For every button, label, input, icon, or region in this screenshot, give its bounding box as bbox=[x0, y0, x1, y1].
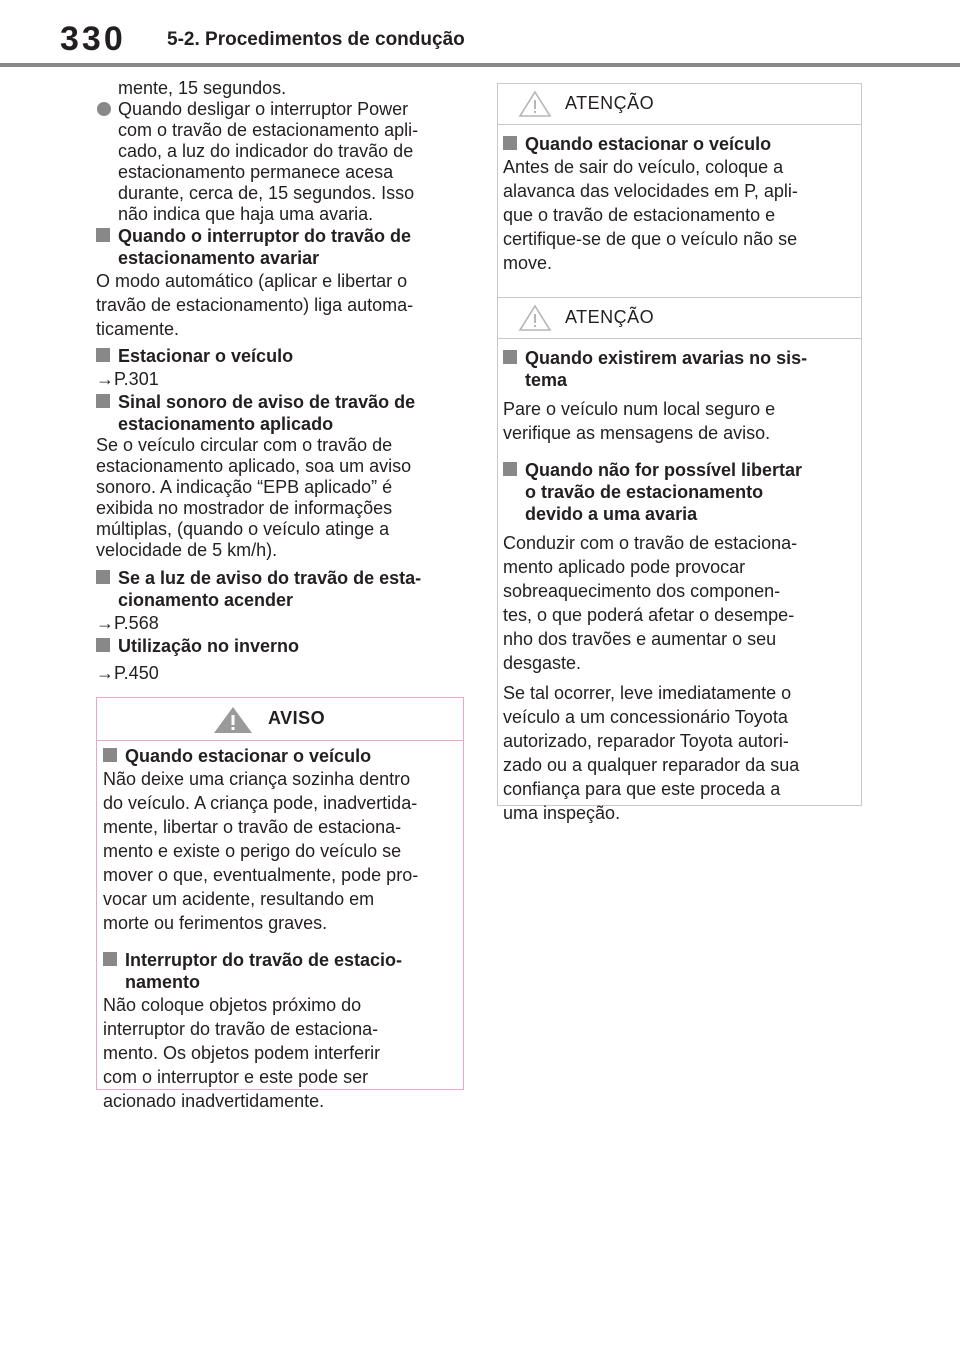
caution-box-label: ATENÇÃO bbox=[565, 93, 655, 113]
subheading-switch-warning: Interruptor do travão de estacio-namento bbox=[103, 949, 457, 993]
caution-triangle-icon bbox=[518, 90, 552, 117]
continued-text: mente, 15 segundos. bbox=[118, 78, 287, 98]
warning-box: AVISO Quando estacionar o veículo Não de… bbox=[96, 697, 464, 1111]
bullet-dot-icon bbox=[97, 102, 111, 116]
caution-box-header: ATENÇÃO bbox=[498, 84, 861, 125]
page-reference: →P.568 bbox=[96, 613, 159, 633]
square-bullet-icon bbox=[96, 638, 110, 652]
left-column: mente, 15 segundos. Quando desligar o in… bbox=[96, 78, 466, 685]
square-bullet-icon bbox=[503, 462, 517, 476]
warning-box-label: AVISO bbox=[268, 708, 326, 728]
caution-divider bbox=[498, 297, 861, 298]
paragraph-overheating: Conduzir com o travão de estaciona-mento… bbox=[503, 533, 798, 673]
square-bullet-icon bbox=[96, 394, 110, 408]
section-title: 5-2. Procedimentos de condução bbox=[167, 29, 465, 50]
square-bullet-icon bbox=[96, 570, 110, 584]
subheading-parking-warning: Quando estacionar o veículo bbox=[103, 745, 457, 767]
warning-box-header: AVISO bbox=[97, 698, 463, 741]
square-bullet-icon bbox=[503, 350, 517, 364]
subheading-parking: Estacionar o veículo bbox=[96, 345, 466, 367]
page-number: 330 bbox=[60, 20, 126, 58]
subheading-system-faults: Quando existirem avarias no sis-tema bbox=[503, 347, 855, 391]
page-reference: →P.450 bbox=[96, 663, 159, 683]
square-bullet-icon bbox=[96, 348, 110, 362]
header-divider bbox=[0, 63, 960, 67]
subheading-warning-light: Se a luz de aviso do travão de esta-cion… bbox=[96, 567, 466, 611]
warning-box-body: Quando estacionar o veículo Não deixe um… bbox=[97, 741, 463, 1113]
square-bullet-icon bbox=[96, 228, 110, 242]
square-bullet-icon bbox=[103, 748, 117, 762]
page-header: 330 5-2. Procedimentos de condução bbox=[0, 0, 960, 68]
caution-box-body: Quando estacionar o veículo Antes de sai… bbox=[498, 125, 861, 825]
caution-box-header: ATENÇÃO bbox=[498, 298, 861, 339]
caution-box-label: ATENÇÃO bbox=[565, 307, 655, 327]
warning-triangle-icon bbox=[214, 707, 252, 733]
square-bullet-icon bbox=[103, 952, 117, 966]
subheading-winter: Utilização no inverno bbox=[96, 635, 466, 657]
page-reference: →P.301 bbox=[96, 369, 159, 389]
caution-triangle-icon bbox=[518, 304, 552, 331]
caution-box: ATENÇÃO Quando estacionar o veículo Ante… bbox=[497, 83, 862, 823]
bullet-item: Quando desligar o interruptor Power com … bbox=[96, 99, 466, 225]
subheading-parking-caution: Quando estacionar o veículo bbox=[503, 133, 855, 155]
square-bullet-icon bbox=[503, 136, 517, 150]
